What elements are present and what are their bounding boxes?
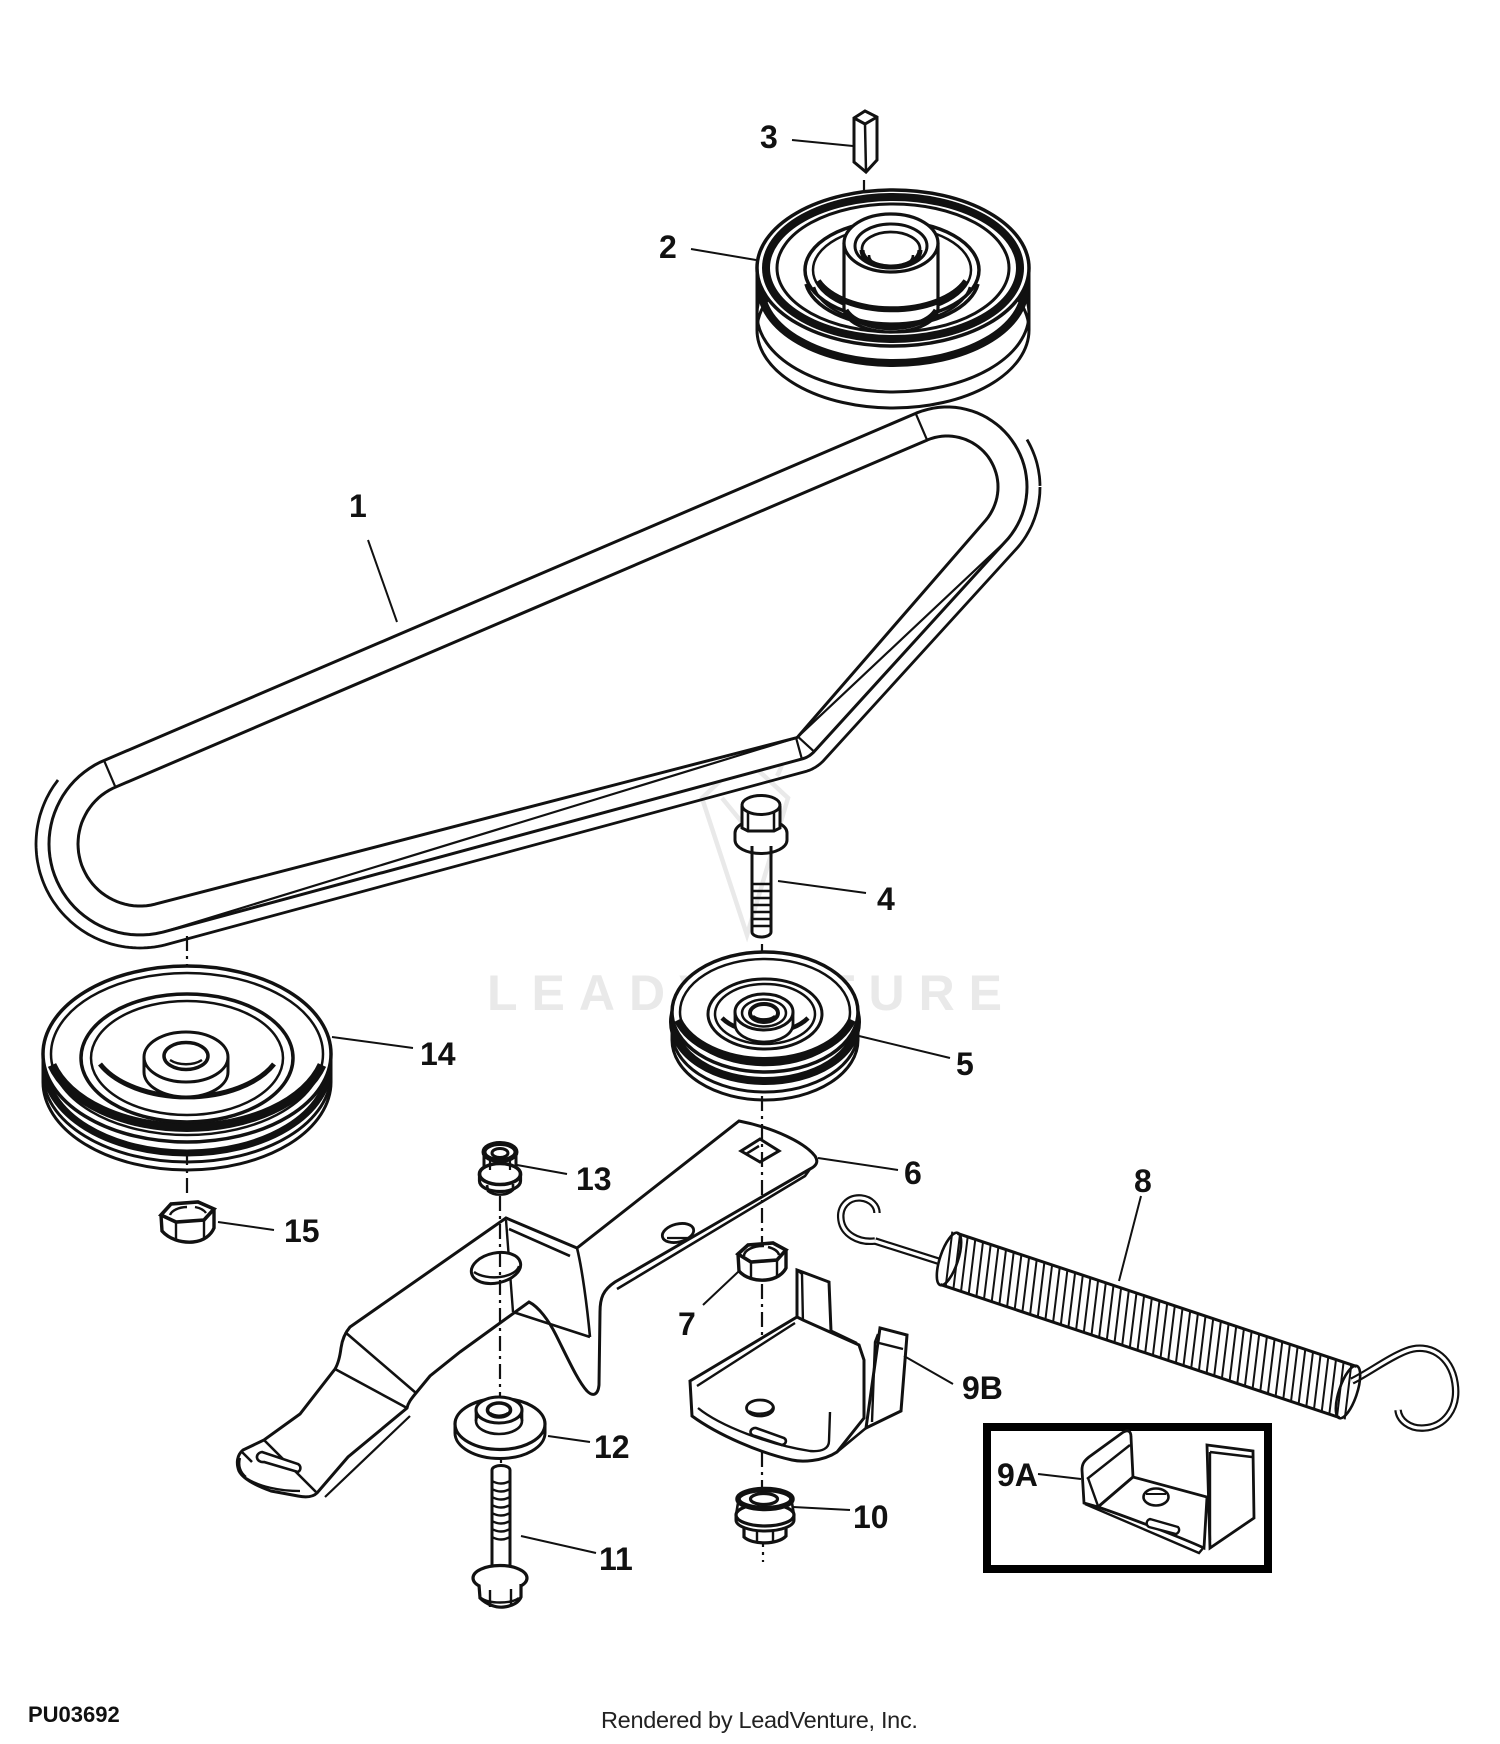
svg-text:14: 14 (420, 1036, 456, 1072)
svg-text:7: 7 (678, 1306, 696, 1342)
svg-text:9B: 9B (962, 1370, 1003, 1406)
svg-text:11: 11 (599, 1541, 633, 1577)
svg-text:Rendered by LeadVenture, Inc.: Rendered by LeadVenture, Inc. (601, 1707, 918, 1733)
svg-text:1: 1 (349, 488, 367, 524)
svg-text:9A: 9A (997, 1457, 1038, 1493)
svg-text:15: 15 (284, 1213, 320, 1249)
svg-text:4: 4 (877, 881, 895, 917)
svg-text:2: 2 (659, 229, 677, 265)
svg-text:5: 5 (956, 1046, 974, 1082)
svg-text:12: 12 (594, 1429, 630, 1465)
svg-text:6: 6 (904, 1155, 922, 1191)
svg-text:10: 10 (853, 1499, 889, 1535)
svg-text:8: 8 (1134, 1163, 1152, 1199)
svg-text:13: 13 (576, 1161, 612, 1197)
svg-text:PU03692: PU03692 (28, 1702, 120, 1727)
svg-text:3: 3 (760, 119, 778, 155)
